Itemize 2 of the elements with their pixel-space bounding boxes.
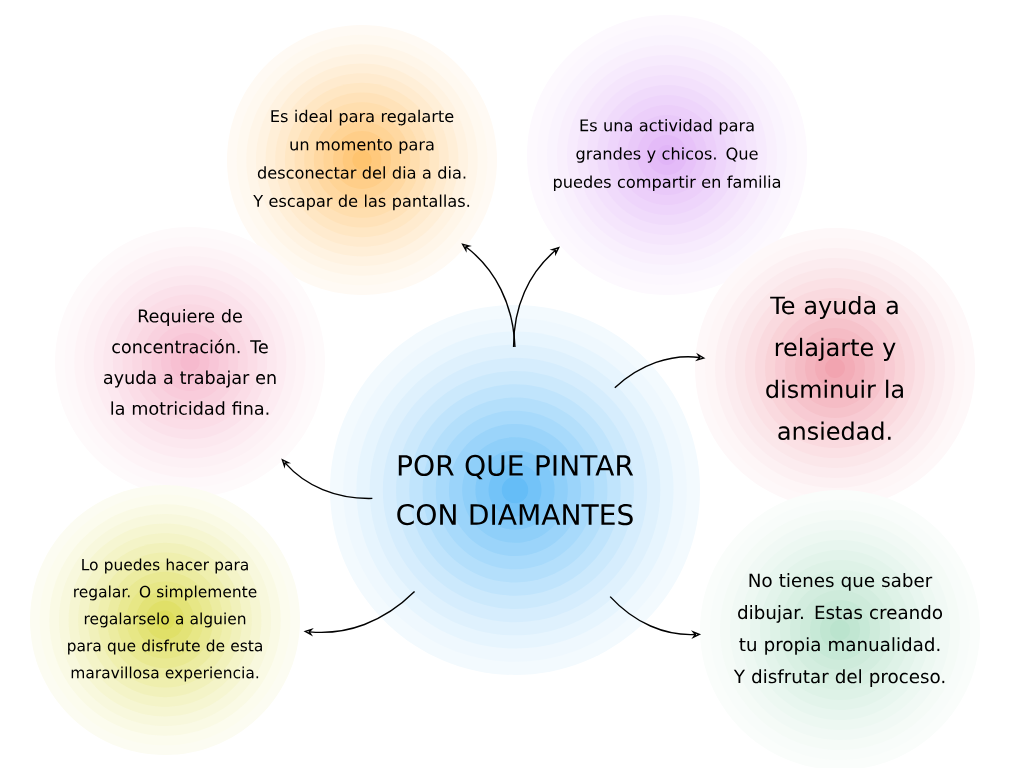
node-label: No tienes que saber dibujar. Estas creando tu propia manualidad. Y disfrutar del proceso.	[733, 573, 945, 687]
node-label: Requiere de concentración. Te ayuda a trabajar en la motricidad fina.	[103, 308, 276, 415]
